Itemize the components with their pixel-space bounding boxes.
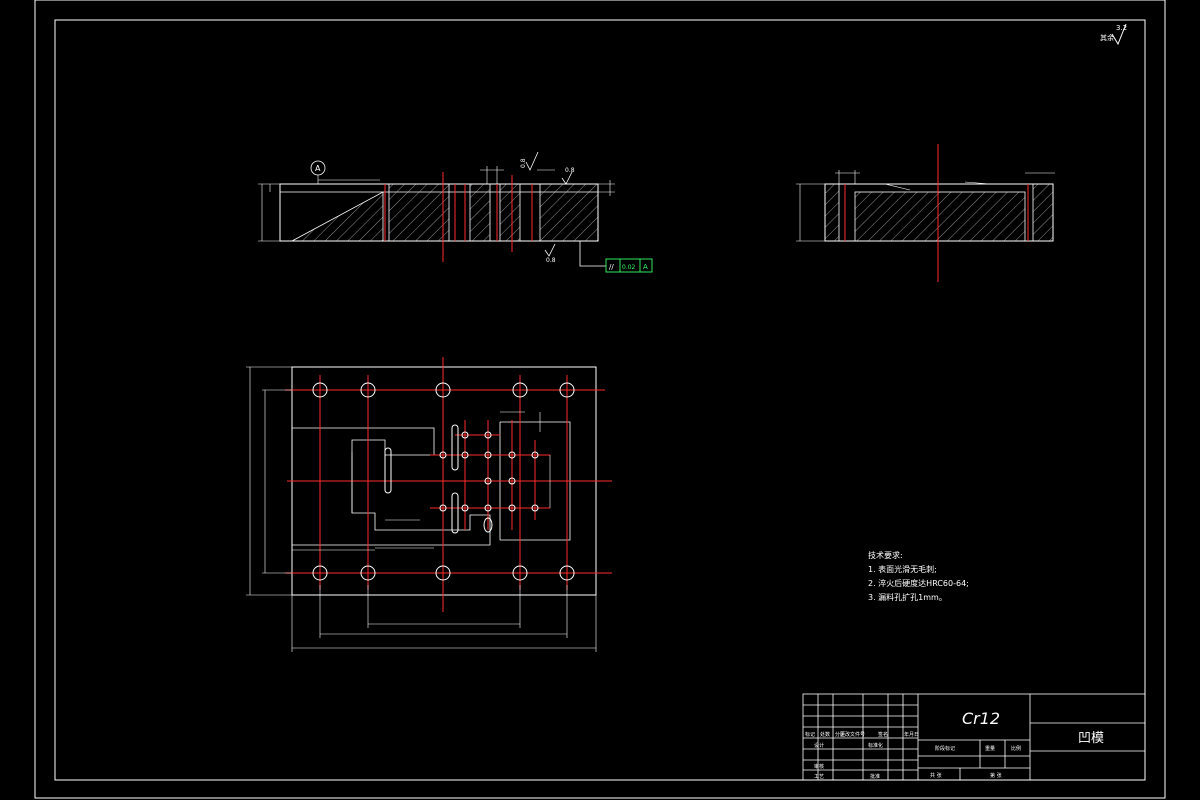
tb-sheet-no-label: 第 张: [990, 772, 1002, 779]
front-section-view: A 0.8 0.8 0.8 // 0.02 A: [258, 151, 653, 273]
tb-count-label: 处数: [820, 731, 830, 738]
tb-scale-label: 比例: [1011, 745, 1021, 752]
tech-requirements-title: 技术要求:: [868, 550, 903, 560]
part-name-label: 凹模: [1078, 731, 1104, 746]
title-block: [802, 693, 1146, 781]
plan-view: [246, 357, 612, 652]
svg-text:A: A: [643, 263, 648, 271]
corner-roughness-symbol: 其余 3.2: [1100, 23, 1127, 46]
corner-roughness-value: 3.2: [1116, 24, 1127, 32]
svg-text:0.8: 0.8: [565, 167, 575, 174]
tb-date-label: 年月日: [904, 731, 919, 738]
tb-design-label: 设计: [814, 742, 824, 749]
tb-standard-label: 标准化: [868, 742, 883, 749]
tech-requirement-2: 2. 淬火后硬度达HRC60-64;: [868, 578, 969, 588]
side-section-view: [796, 144, 1055, 282]
tb-stage-label: 阶段标记: [935, 745, 955, 752]
tb-change-doc-label: 更改文件号: [840, 731, 865, 738]
svg-text:0.8: 0.8: [520, 158, 527, 168]
tb-sign-label: 签名: [878, 731, 888, 738]
tb-mark-label: 标记: [805, 731, 815, 738]
tb-process-label: 工艺: [814, 774, 824, 780]
roughness-mark-upper: 0.8: [520, 151, 539, 171]
svg-text:0.02: 0.02: [622, 264, 636, 271]
tech-requirements: 技术要求: 1. 表面光滑无毛刺; 2. 淬火后硬度达HRC60-64; 3. …: [868, 550, 969, 602]
tolerance-frame: // 0.02 A: [605, 258, 653, 273]
tb-review-label: 审核: [814, 763, 824, 770]
tech-requirement-3: 3. 漏料孔扩孔1mm。: [868, 592, 947, 602]
datum-label: A: [315, 164, 321, 173]
roughness-mark-bottom: 0.8: [544, 243, 556, 264]
material-label: Cr12: [962, 709, 1000, 728]
svg-text:0.8: 0.8: [546, 257, 556, 264]
corner-roughness-prefix: 其余: [1100, 33, 1114, 42]
tech-requirement-1: 1. 表面光滑无毛刺;: [868, 564, 937, 574]
roughness-mark-top: 0.8: [561, 167, 575, 185]
tb-sheet-count-label: 共 张: [930, 772, 942, 779]
inner-border: [54, 19, 1146, 781]
outer-border: [34, 0, 1166, 799]
svg-text://: //: [609, 263, 614, 271]
tb-approve-label: 批准: [870, 773, 880, 780]
tb-weight-label: 重量: [985, 745, 995, 752]
tb-zone-label: 分区: [835, 731, 845, 738]
